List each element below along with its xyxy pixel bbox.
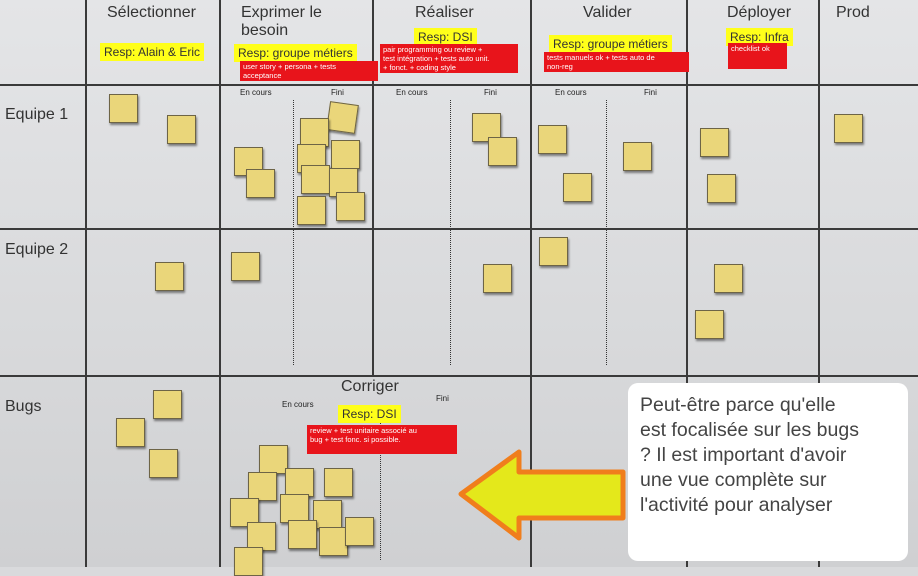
sticky-note[interactable] — [288, 520, 317, 549]
sticky-note[interactable] — [336, 192, 365, 221]
sticky-note[interactable] — [707, 174, 736, 203]
column-header-valider: Valider — [583, 4, 632, 21]
subcolumn-en-cours-realiser: En cours — [396, 88, 428, 97]
section-title-corriger: Corriger — [341, 378, 399, 395]
sticky-note[interactable] — [109, 94, 138, 123]
subcolumn-en-cours-exprimer: En cours — [240, 88, 272, 97]
sticky-note[interactable] — [285, 468, 314, 497]
callout-line: est focalisée sur les bugs — [640, 419, 859, 441]
subcolumn-en-cours-valider: En cours — [555, 88, 587, 97]
sticky-note[interactable] — [483, 264, 512, 293]
sticky-note[interactable] — [301, 165, 330, 194]
sticky-note[interactable] — [714, 264, 743, 293]
resp-tag-deployer: Resp: Infra — [726, 28, 793, 46]
sticky-note[interactable] — [116, 418, 145, 447]
criteria-deployer: checklist ok — [728, 43, 787, 69]
sticky-note[interactable] — [700, 128, 729, 157]
column-header-selectionner: Sélectionner — [107, 4, 196, 21]
sticky-note[interactable] — [280, 494, 309, 523]
column-header-deployer: Déployer — [727, 4, 792, 21]
callout-line: l'activité pour analyser — [640, 494, 833, 516]
subcolumn-fini-exprimer: Fini — [331, 88, 344, 97]
resp-tag-corriger: Resp: DSI — [338, 405, 401, 423]
column-divider — [818, 0, 820, 567]
sticky-note[interactable] — [167, 115, 196, 144]
sticky-note[interactable] — [345, 517, 374, 546]
row-header-equipe1: Equipe 1 — [5, 106, 69, 123]
sticky-note[interactable] — [623, 142, 652, 171]
subcolumn-fini-valider: Fini — [644, 88, 657, 97]
sticky-note[interactable] — [247, 522, 276, 551]
row-divider — [0, 228, 918, 230]
sticky-note[interactable] — [319, 527, 348, 556]
column-header-exprimer-line2: besoin — [241, 22, 289, 39]
sticky-note[interactable] — [563, 173, 592, 202]
sticky-note[interactable] — [488, 137, 517, 166]
subcolumn-divider — [450, 100, 451, 365]
subcolumn-en-cours-corriger: En cours — [282, 400, 314, 409]
sticky-note[interactable] — [155, 262, 184, 291]
resp-tag-realiser: Resp: DSI — [414, 28, 477, 46]
sticky-note[interactable] — [324, 468, 353, 497]
sticky-note[interactable] — [300, 118, 329, 147]
column-header-exprimer: Exprimer le — [241, 4, 322, 21]
sticky-note[interactable] — [246, 169, 275, 198]
resp-tag-valider: Resp: groupe métiers — [549, 35, 672, 53]
row-divider — [0, 84, 918, 86]
callout-line: Peut-être parce qu'elle — [640, 394, 836, 416]
column-divider — [219, 0, 221, 567]
row-header-equipe2: Equipe 2 — [5, 241, 69, 258]
sticky-note[interactable] — [149, 449, 178, 478]
sticky-note[interactable] — [539, 237, 568, 266]
column-divider — [530, 0, 532, 567]
sticky-note[interactable] — [834, 114, 863, 143]
subcolumn-divider — [606, 100, 607, 365]
column-divider — [85, 0, 87, 567]
sticky-note[interactable] — [231, 252, 260, 281]
row-header-bugs: Bugs — [5, 398, 42, 415]
row-divider — [0, 375, 918, 377]
sticky-note[interactable] — [538, 125, 567, 154]
column-header-prod: Prod — [836, 4, 870, 21]
sticky-note[interactable] — [297, 196, 326, 225]
column-header-realiser: Réaliser — [415, 4, 474, 21]
subcolumn-divider — [293, 100, 294, 365]
criteria-realiser: pair programming ou review +test intégra… — [380, 44, 518, 73]
subcolumn-fini-corriger: Fini — [436, 394, 449, 403]
sticky-note[interactable] — [695, 310, 724, 339]
subcolumn-fini-realiser: Fini — [484, 88, 497, 97]
callout-box: Peut-être parce qu'elle est focalisée su… — [628, 383, 908, 561]
column-divider — [372, 0, 374, 375]
sticky-note[interactable] — [259, 445, 288, 474]
column-divider — [686, 0, 688, 567]
sticky-note[interactable] — [331, 140, 360, 169]
sticky-note[interactable] — [326, 101, 359, 134]
callout-line: une vue complète sur — [640, 469, 827, 491]
resp-tag-exprimer: Resp: groupe métiers — [234, 44, 357, 62]
sticky-note[interactable] — [248, 472, 277, 501]
sticky-note[interactable] — [313, 500, 342, 529]
subcolumn-divider — [380, 410, 381, 560]
sticky-note[interactable] — [234, 547, 263, 576]
arrow-left-icon — [458, 449, 626, 541]
callout-line: ? Il est important d'avoir — [640, 444, 847, 466]
sticky-note[interactable] — [153, 390, 182, 419]
resp-tag-selectionner: Resp: Alain & Eric — [100, 43, 205, 61]
